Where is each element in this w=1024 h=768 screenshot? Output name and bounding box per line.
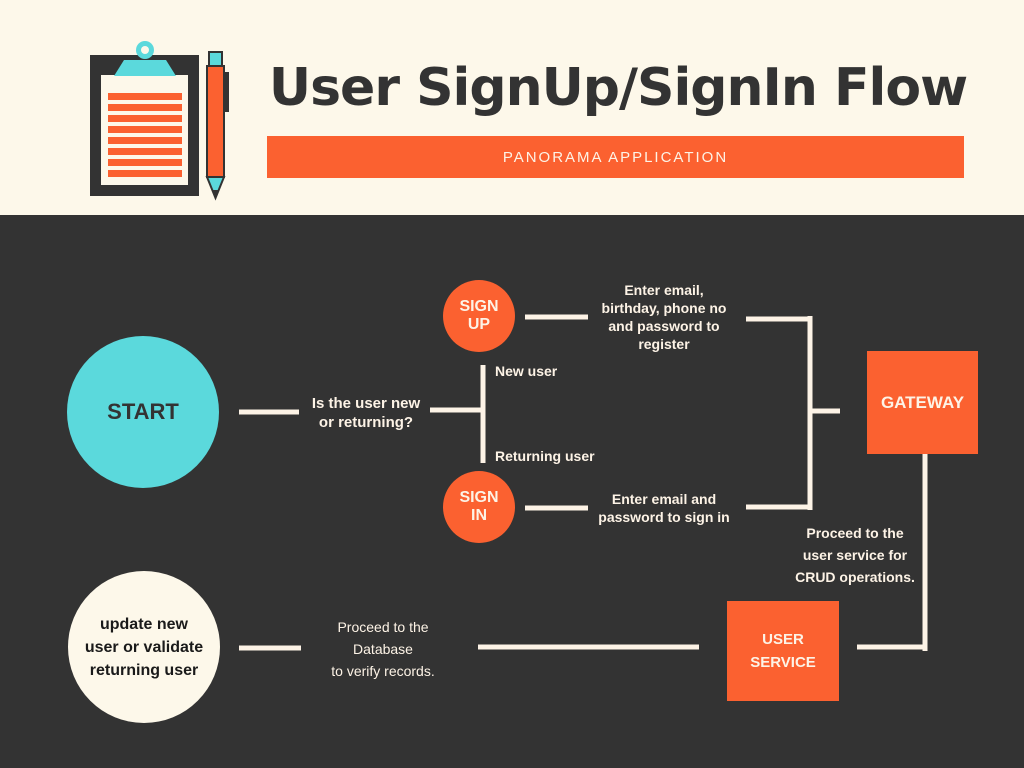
sign-up-label: SIGN UP <box>459 298 499 333</box>
new-user-label: New user <box>495 363 558 379</box>
sign-in-node: SIGN IN <box>443 471 515 543</box>
sign-in-label: SIGN IN <box>459 489 499 524</box>
signup-instructions: Enter email, birthday, phone no and pass… <box>601 282 727 352</box>
subtitle-banner: PANORAMA APPLICATION <box>267 136 964 178</box>
crud-note: Proceed to the user service for CRUD ope… <box>795 525 915 585</box>
user-service-node: USER SERVICE <box>727 601 839 701</box>
end-node: update new user or validate returning us… <box>68 571 220 723</box>
signin-instructions: Enter email and password to sign in <box>598 491 730 525</box>
page-title: User SignUp/SignIn Flow <box>268 58 968 118</box>
user-service-label: USER SERVICE <box>750 631 816 671</box>
start-node: START <box>67 336 219 488</box>
returning-user-label: Returning user <box>495 448 595 464</box>
subtitle-text: PANORAMA APPLICATION <box>502 148 729 166</box>
decision-question: Is the user new or returning? <box>311 395 421 431</box>
gateway-node: GATEWAY <box>867 351 978 454</box>
database-note: Proceed to the Database to verify record… <box>331 619 435 679</box>
sign-up-node: SIGN UP <box>443 280 515 352</box>
header-illustration <box>90 41 229 201</box>
end-node-label: update new user or validate returning us… <box>84 615 204 679</box>
pen-icon <box>205 51 229 201</box>
clipboard-icon <box>90 41 199 196</box>
